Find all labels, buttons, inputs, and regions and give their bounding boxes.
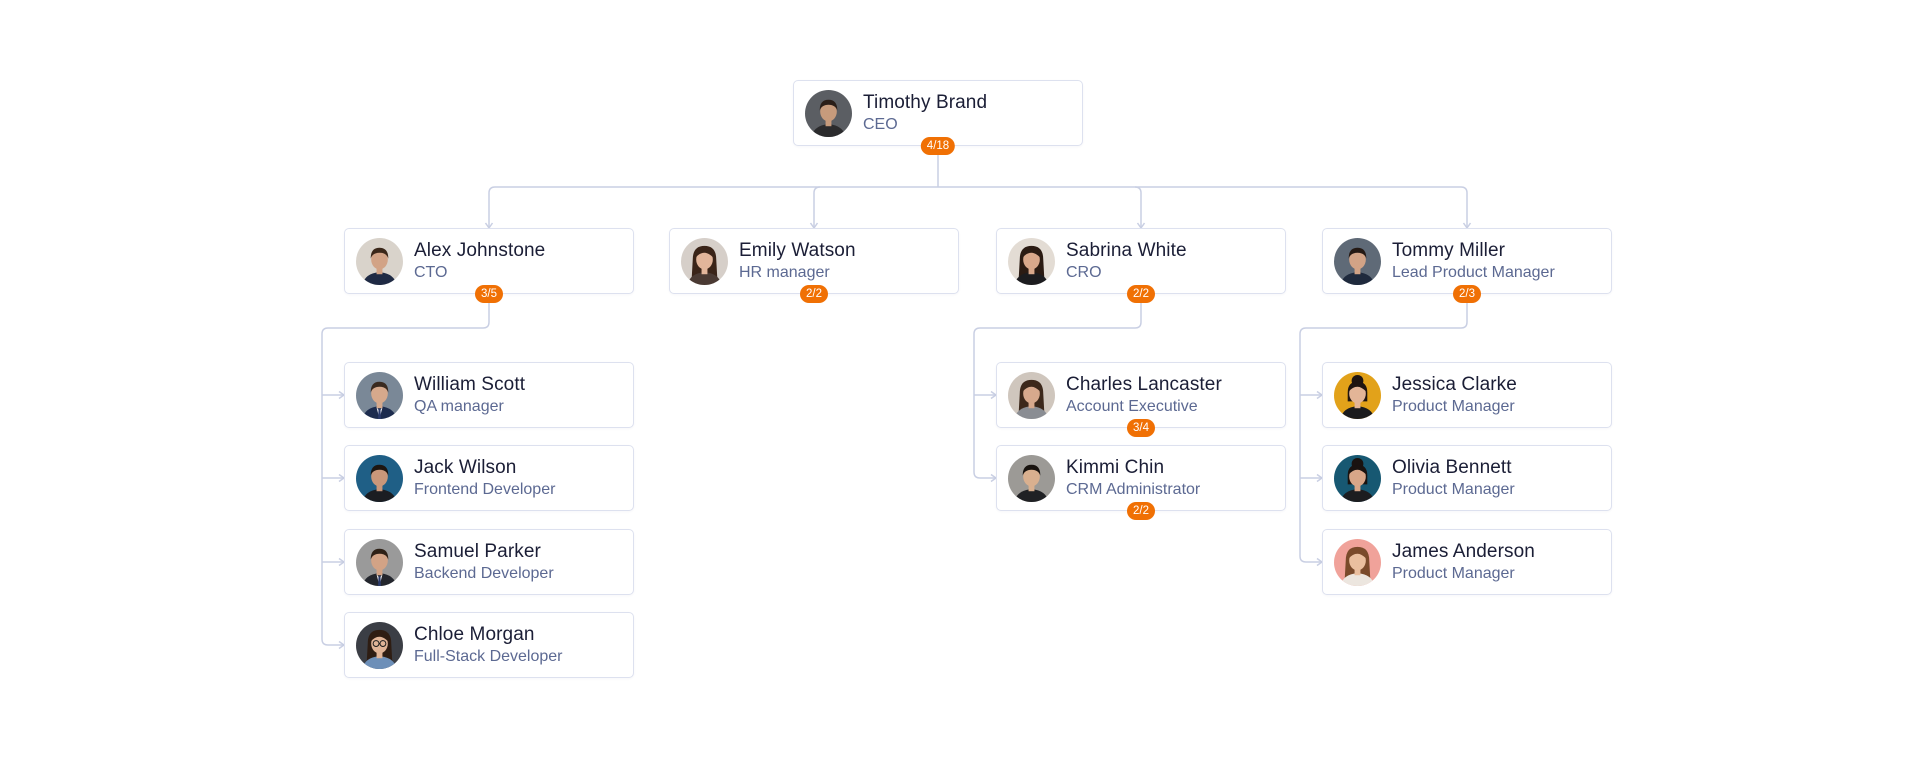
woman-avatar: [681, 238, 728, 285]
expand-badge-tommy-miller[interactable]: 2/3: [1453, 285, 1481, 303]
node-name: Alex Johnstone: [414, 240, 546, 261]
node-name: Tommy Miller: [1392, 240, 1506, 261]
man-beard-avatar: [805, 90, 852, 137]
man-suit-avatar: [356, 539, 403, 586]
connector-to-emily-watson: [813, 186, 821, 228]
node-name: Emily Watson: [739, 240, 856, 261]
node-title: Product Manager: [1392, 398, 1515, 415]
expand-badge-emily-watson[interactable]: 2/2: [800, 285, 828, 303]
node-name: James Anderson: [1392, 541, 1535, 562]
node-name: William Scott: [414, 374, 526, 395]
connector-to-alex-johnstone: [488, 186, 496, 228]
node-name: Olivia Bennett: [1392, 457, 1512, 478]
woman-avatar: [1008, 238, 1055, 285]
expand-badge-kimmi-chin[interactable]: 2/2: [1127, 502, 1155, 520]
expand-badge-sabrina-white[interactable]: 2/2: [1127, 285, 1155, 303]
connector-to-kimmi-chin: [973, 471, 996, 479]
node-name: Jessica Clarke: [1392, 374, 1517, 395]
man-suit-avatar: [356, 372, 403, 419]
man-avatar: [1334, 238, 1381, 285]
expand-badge-timothy-brand[interactable]: 4/18: [920, 137, 956, 155]
org-node-emily-watson[interactable]: Emily Watson HR manager: [669, 228, 959, 294]
expand-badge-charles-lancaster[interactable]: 3/4: [1127, 419, 1155, 437]
node-title: CRO: [1066, 264, 1102, 281]
node-name: Chloe Morgan: [414, 624, 535, 645]
node-name: Samuel Parker: [414, 541, 541, 562]
man-avatar: [1008, 455, 1055, 502]
node-name: Kimmi Chin: [1066, 457, 1165, 478]
connector-to-tommy-miller: [1460, 186, 1468, 228]
expand-badge-alex-johnstone[interactable]: 3/5: [475, 285, 503, 303]
connector-to-james-anderson: [1299, 555, 1322, 563]
node-title: QA manager: [414, 398, 504, 415]
woman-avatar: [1334, 455, 1381, 502]
node-name: Jack Wilson: [414, 457, 517, 478]
node-title: CTO: [414, 264, 448, 281]
node-title: HR manager: [739, 264, 830, 281]
connector-to-sabrina-white: [1134, 186, 1142, 228]
node-name: Charles Lancaster: [1066, 374, 1222, 395]
connector-rail-alex-johnstone: [321, 294, 490, 639]
connector-rail-tommy-miller: [1299, 294, 1468, 556]
node-title: Frontend Developer: [414, 481, 556, 498]
node-name: Sabrina White: [1066, 240, 1187, 261]
node-title: Product Manager: [1392, 565, 1515, 582]
woman-avatar: [1334, 372, 1381, 419]
woman-glasses-avatar: [356, 622, 403, 669]
node-title: Full-Stack Developer: [414, 648, 563, 665]
node-title: Lead Product Manager: [1392, 264, 1555, 281]
woman-avatar: [1008, 372, 1055, 419]
woman-avatar: [1334, 539, 1381, 586]
connector-rail-sabrina-white: [973, 294, 1142, 472]
node-title: Account Executive: [1066, 398, 1198, 415]
node-name: Timothy Brand: [863, 92, 988, 113]
node-title: Product Manager: [1392, 481, 1515, 498]
node-title: Backend Developer: [414, 565, 554, 582]
connector-to-chloe-morgan: [321, 638, 344, 646]
org-node-william-scott[interactable]: William Scott QA manager: [344, 362, 634, 428]
node-title: CRM Administrator: [1066, 481, 1201, 498]
man-avatar: [356, 238, 403, 285]
man-avatar: [356, 455, 403, 502]
node-title: CEO: [863, 116, 898, 133]
